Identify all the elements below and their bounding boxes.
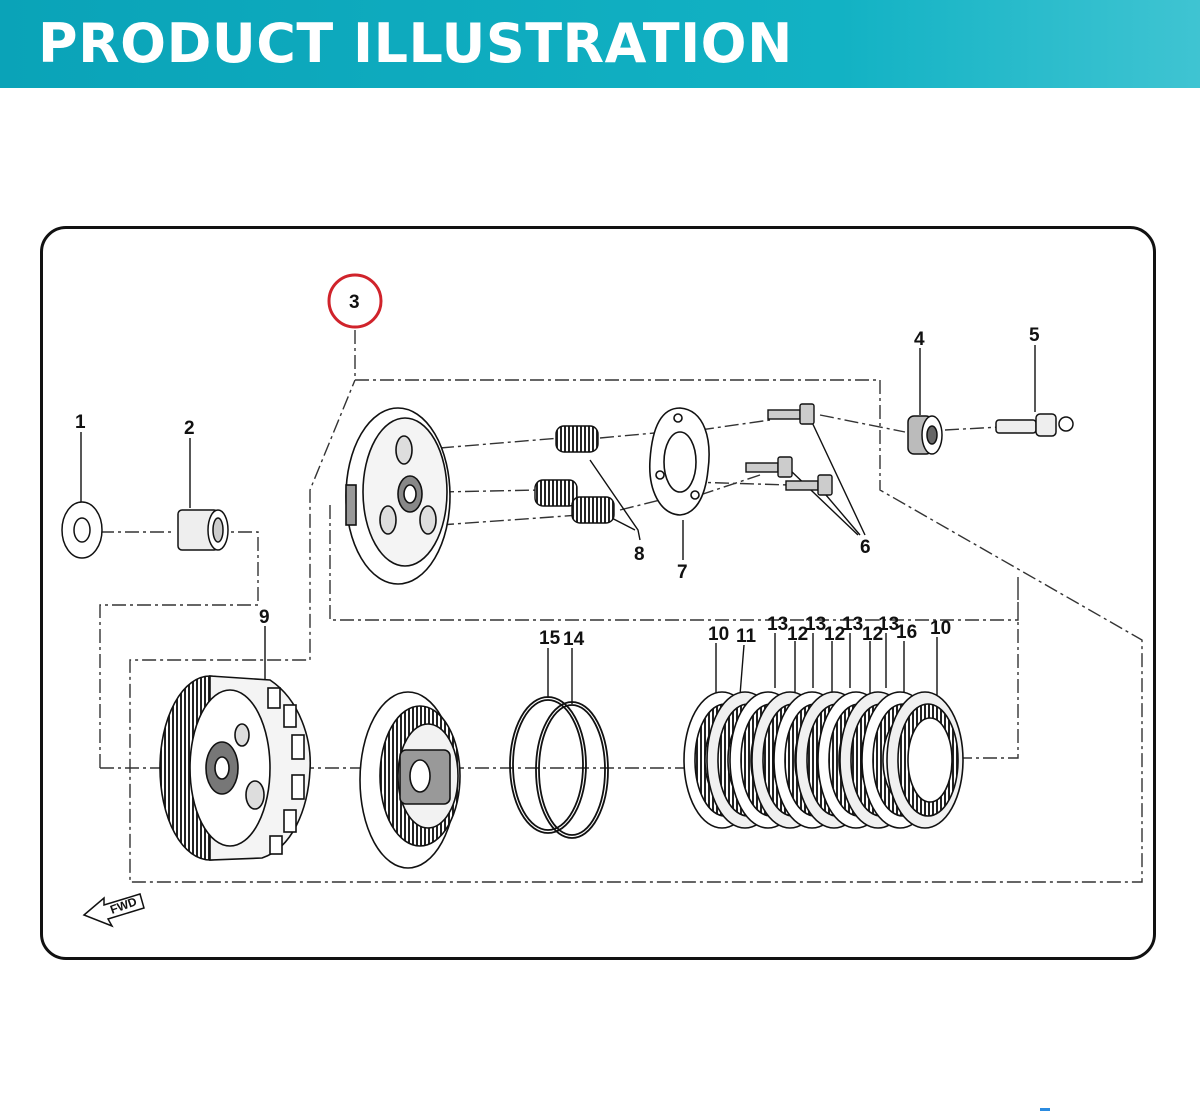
callout-stack-10a: 10 — [708, 624, 729, 645]
callout-1: 1 — [75, 412, 86, 433]
washer-part-1 — [61, 501, 103, 559]
callout-stack-13d: 13 — [878, 614, 899, 635]
diagram-frame — [40, 226, 1156, 960]
page-title: PRODUCT ILLUSTRATION — [38, 12, 793, 75]
callout-2: 2 — [184, 418, 195, 439]
callout-stack-12a: 12 — [787, 624, 808, 645]
callout-stack-13c: 13 — [842, 614, 863, 635]
callout-stack-13a: 13 — [767, 614, 788, 635]
lifter-plate-part-7 — [649, 407, 710, 516]
callout-stack-16: 16 — [896, 622, 917, 643]
callout-stack-11: 11 — [736, 626, 757, 647]
callout-8: 8 — [634, 544, 645, 565]
footer-mark — [1040, 1108, 1050, 1111]
header-banner: PRODUCT ILLUSTRATION — [0, 0, 1200, 88]
callout-stack-12c: 12 — [862, 624, 883, 645]
callout-14: 14 — [563, 629, 585, 650]
springs-part-8 — [534, 425, 615, 524]
callout-5: 5 — [1029, 325, 1040, 346]
bolts-part-6 — [745, 403, 833, 496]
fwd-arrow-icon: FWD — [82, 893, 145, 928]
clutch-basket-part-9 — [159, 675, 311, 861]
pressure-plate-part-3 — [345, 407, 451, 585]
pushrod-part-5 — [995, 413, 1074, 437]
callout-15: 15 — [539, 628, 561, 649]
callout-7: 7 — [677, 562, 688, 583]
highlight-ring — [327, 273, 383, 329]
leader-lines — [80, 345, 1036, 704]
wire-rings-parts-14-15 — [509, 696, 609, 839]
clutch-plate-bore — [907, 717, 953, 803]
callout-stack-12b: 12 — [824, 624, 845, 645]
bushing-part-2 — [177, 509, 229, 551]
bearing-part-4 — [907, 415, 943, 455]
callout-stack-13b: 13 — [805, 614, 826, 635]
callout-stack-10b: 10 — [930, 618, 951, 639]
callout-6: 6 — [860, 537, 871, 558]
clutch-plate-stack — [683, 691, 964, 829]
callout-labels: 1 2 3 4 5 6 7 8 9 15 14 10 11 13 12 13 1… — [75, 292, 1040, 650]
callout-9: 9 — [259, 607, 270, 628]
clutch-hub — [359, 691, 461, 869]
callout-4: 4 — [914, 329, 925, 350]
callout-3: 3 — [349, 292, 360, 313]
